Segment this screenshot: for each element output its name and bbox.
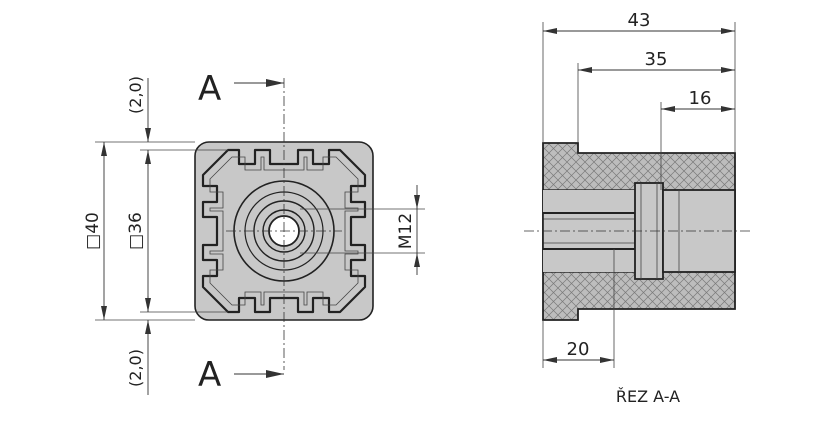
dim-total-length-label: 43 <box>628 10 651 31</box>
dim-thread: M12 <box>300 185 425 275</box>
cavity-fill-top <box>543 190 635 213</box>
section-arrow-bottom-icon <box>266 370 284 378</box>
section-letter-bottom: A <box>198 355 221 395</box>
dim-inner-square: □36 <box>126 150 151 312</box>
section-arrow-top-icon <box>266 79 284 87</box>
dim-outer-square-label: □40 <box>83 212 103 250</box>
section-letter-top: A <box>198 69 221 109</box>
dim-outer-square: □40 <box>83 142 107 320</box>
dim-gap-bottom: (2,0) <box>126 296 151 395</box>
dim-gap-top-label: (2,0) <box>126 76 145 114</box>
dim-thread-label: M12 <box>396 213 416 249</box>
section-marker-bottom: A <box>198 355 284 395</box>
dim-inner-square-label: □36 <box>126 212 146 250</box>
section-marker-top: A <box>198 69 284 109</box>
dim-body-length-label: 35 <box>645 49 668 70</box>
dim-thread-length: 20 <box>543 339 614 363</box>
section-caption: ŘEZ A-A <box>616 387 680 406</box>
dim-body-length: 35 <box>578 49 735 73</box>
dim-gap-top: (2,0) <box>126 76 151 166</box>
dim-gap-bottom-label: (2,0) <box>126 349 145 387</box>
ribbed-profile-inner-line <box>209 156 359 306</box>
dim-bore-length-label: 16 <box>689 88 712 109</box>
cavity-fill-bottom <box>543 249 635 272</box>
dim-bore-length: 16 <box>661 88 735 112</box>
section-view: 43 35 16 20 ŘEZ A-A <box>524 10 750 406</box>
dim-total-length: 43 <box>543 10 735 34</box>
front-view: A A □40 □36 (2, <box>83 69 425 395</box>
dim-thread-length-label: 20 <box>567 339 590 360</box>
